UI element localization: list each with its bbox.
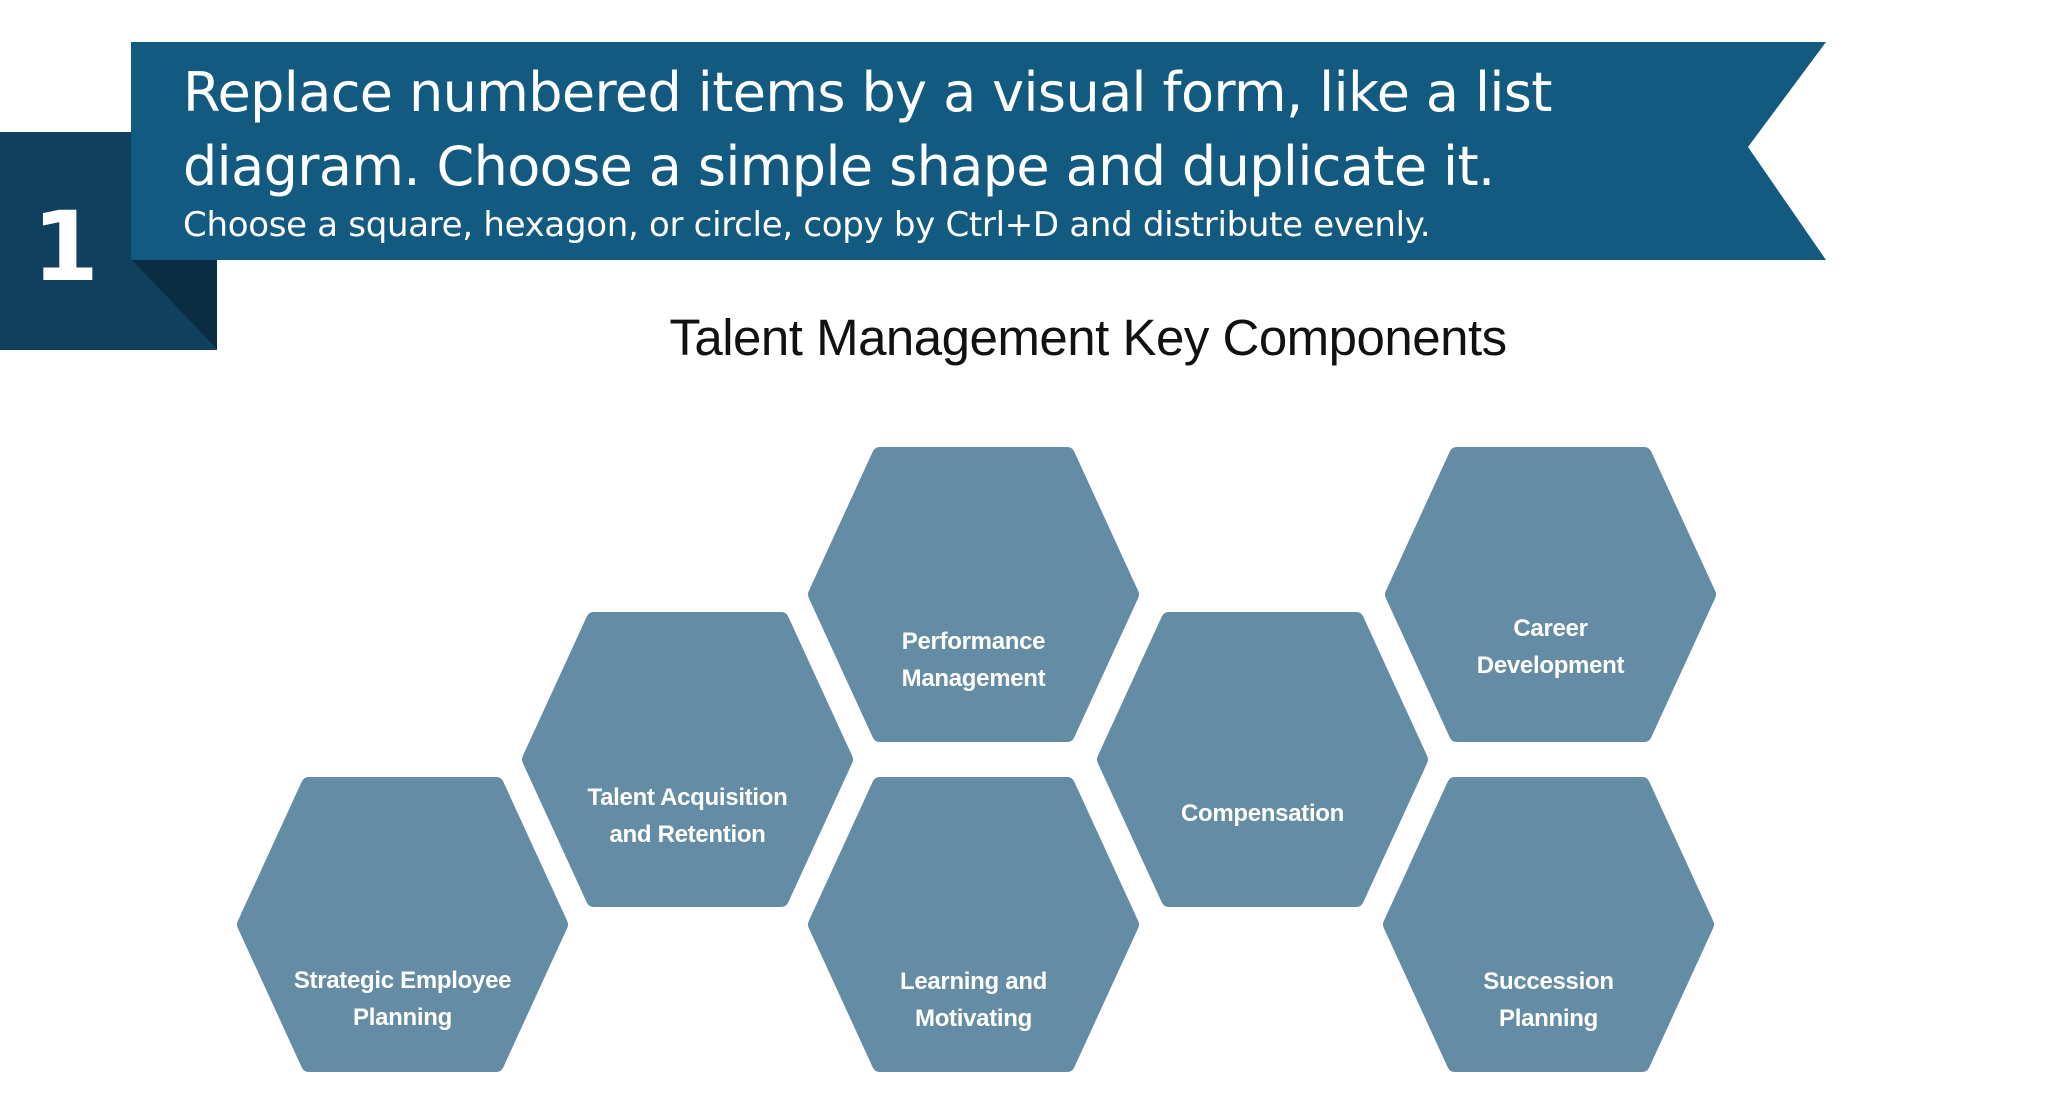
banner-subheading: Choose a square, hexagon, or circle, cop…	[183, 205, 1431, 245]
hexagon-label: Talent Acquisition and Retention	[522, 779, 853, 853]
hexagon-label: Learning and Motivating	[808, 963, 1139, 1037]
hexagon-label-line: Motivating	[915, 1005, 1032, 1032]
hexagon-label-line: and Retention	[609, 821, 766, 848]
hexagon-label-line: Career	[1513, 615, 1588, 642]
banner-heading-line-1: Replace numbered items by a visual form,…	[183, 61, 1552, 124]
hexagon-label-line: Planning	[353, 1004, 452, 1031]
hexagon-label: Strategic Employee Planning	[237, 962, 568, 1036]
hexagon-succession-planning: Succession Planning	[1383, 777, 1714, 1072]
hexagon-label: Succession Planning	[1383, 963, 1714, 1037]
banner-text: Replace numbered items by a visual form,…	[183, 56, 1552, 248]
hexagon-label-line: Planning	[1499, 1005, 1598, 1032]
hexagon-label-line: Succession	[1483, 968, 1614, 995]
hexagon-strategic-employee-planning: Strategic Employee Planning	[237, 777, 568, 1072]
banner-heading-line-2: diagram. Choose a simple shape and dupli…	[183, 135, 1495, 198]
banner-fold-shadow	[131, 259, 217, 349]
step-number: 1	[32, 191, 99, 303]
hexagon-label: Compensation	[1097, 795, 1428, 832]
hexagon-label-line: Talent Acquisition	[587, 784, 788, 811]
hexagon-label-line: Performance	[901, 628, 1046, 655]
hexagon-label: Career Development	[1385, 610, 1716, 684]
hexagon-label-line: Compensation	[1180, 800, 1345, 827]
hexagon-label-line: Management	[901, 665, 1046, 692]
hexagon-label-line: Learning and	[899, 968, 1048, 995]
hexagon-compensation: Compensation	[1097, 612, 1428, 907]
hexagon-label-line: Development	[1476, 652, 1625, 679]
hexagon-label: Performance Management	[808, 623, 1139, 697]
hexagon-learning-and-motivating: Learning and Motivating	[808, 777, 1139, 1072]
hexagon-talent-acquisition-and-retention: Talent Acquisition and Retention	[522, 612, 853, 907]
hexagon-performance-management: Performance Management	[808, 447, 1139, 742]
diagram-title: Talent Management Key Components	[669, 309, 1507, 366]
hexagon-label-line: Strategic Employee	[293, 967, 512, 994]
ribbon-banner	[131, 42, 1826, 260]
hexagon-career-development: Career Development	[1385, 447, 1716, 742]
header-banner-shapes	[0, 42, 1826, 350]
